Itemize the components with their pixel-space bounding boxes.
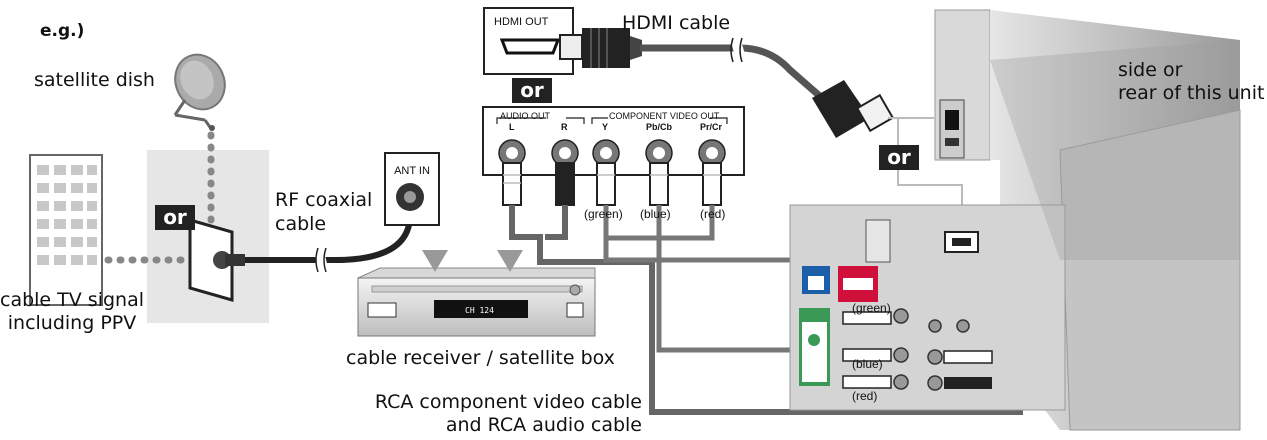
rf-cable-label-line1: RF coaxial bbox=[275, 189, 373, 211]
wall-outlet-icon bbox=[188, 218, 245, 302]
cable-receiver-box bbox=[357, 267, 596, 337]
receiver-display-text: CH 124 bbox=[465, 306, 494, 315]
panel-red-label: (red) bbox=[852, 389, 878, 403]
zoom-ray bbox=[990, 40, 1240, 260]
plug-red-label: (red) bbox=[700, 207, 726, 221]
panel-blue-label: (blue) bbox=[852, 357, 883, 371]
rca-cable-label-line2: and RCA audio cable bbox=[445, 414, 642, 436]
hdmi-plug-source bbox=[559, 28, 642, 68]
rear-panel bbox=[789, 204, 1066, 411]
tv-unit bbox=[934, 9, 1241, 431]
unit-label-line2: rear of this unit bbox=[1118, 82, 1265, 104]
audio-l-label: L bbox=[509, 122, 515, 132]
plug-green-label: (green) bbox=[584, 207, 623, 221]
arrow-av-out bbox=[497, 250, 523, 272]
panel-green-label: (green) bbox=[852, 301, 891, 315]
satellite-dish-icon bbox=[173, 53, 226, 131]
cable-tv-label-line2: including PPV bbox=[7, 312, 137, 334]
audio-r-label: R bbox=[561, 122, 568, 132]
hdmi-out-jack bbox=[483, 7, 574, 75]
receiver-label: cable receiver / satellite box bbox=[346, 347, 615, 369]
comp-pr-label: Pr/Cr bbox=[700, 122, 723, 132]
or-badge-hdmi: or bbox=[512, 78, 552, 103]
unit-label-line1: side or bbox=[1118, 59, 1183, 81]
ant-in-jack bbox=[384, 152, 440, 226]
hdmi-cable bbox=[640, 44, 833, 108]
cable-tv-label-line1: cable TV signal bbox=[0, 289, 145, 311]
hdmi-cable-label: HDMI cable bbox=[622, 12, 731, 34]
component-out-label: COMPONENT VIDEO OUT bbox=[609, 111, 720, 121]
or-badge-unit: or bbox=[879, 145, 919, 170]
comp-y-label: Y bbox=[602, 122, 609, 132]
satellite-dish-label: satellite dish bbox=[34, 69, 155, 91]
ant-in-label: ANT IN bbox=[394, 165, 430, 177]
rca-plugs bbox=[502, 162, 722, 206]
example-label: e.g.) bbox=[40, 21, 85, 41]
plug-blue-label: (blue) bbox=[640, 207, 671, 221]
audio-out-label: AUDIO OUT bbox=[500, 111, 551, 121]
or-badge-source: or bbox=[155, 205, 195, 230]
rf-cable-label-line2: cable bbox=[275, 213, 327, 235]
hdmi-plug-unit bbox=[812, 80, 895, 138]
comp-pb-label: Pb/Cb bbox=[646, 122, 672, 132]
arrow-ant-in bbox=[422, 250, 448, 272]
building-icon bbox=[29, 154, 103, 306]
rca-component-cable bbox=[603, 205, 883, 357]
hdmi-out-label: HDMI OUT bbox=[494, 16, 549, 28]
rca-cable-label-line1: RCA component video cable bbox=[374, 391, 642, 413]
